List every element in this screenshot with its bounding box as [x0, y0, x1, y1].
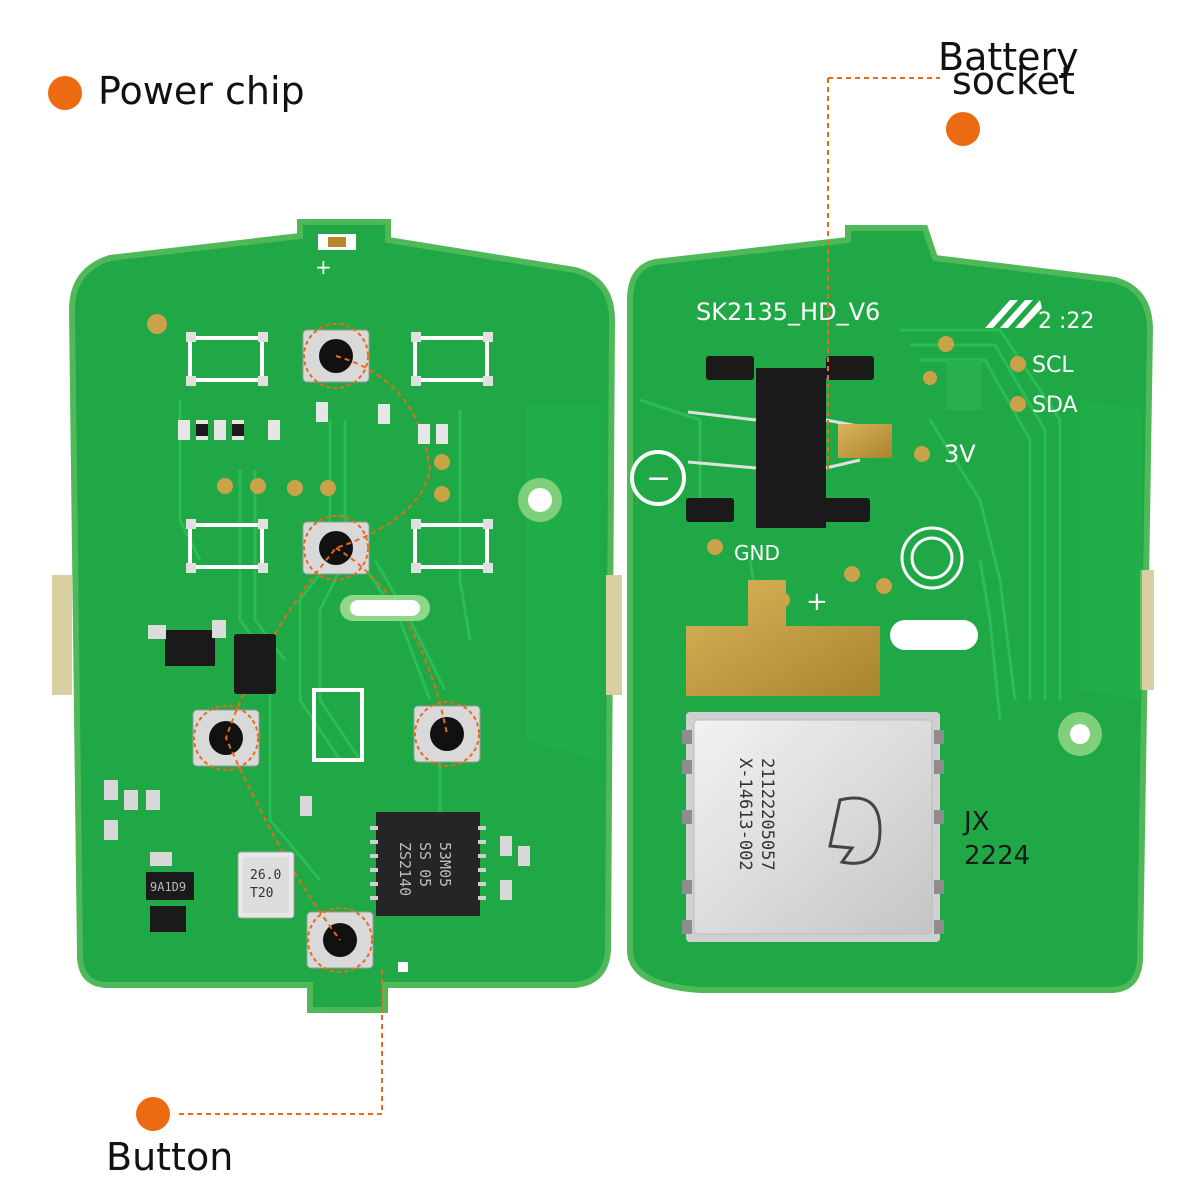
scl-label: SCL	[1032, 353, 1074, 378]
plus-label: +	[806, 587, 828, 617]
svg-text:T20: T20	[250, 886, 273, 901]
battery-socket	[686, 356, 892, 528]
button-label: Button	[106, 1135, 234, 1179]
svg-text:53M05: 53M05	[436, 842, 454, 887]
sda-label: SDA	[1032, 393, 1078, 418]
battery-socket-label-line1: Battery	[938, 35, 1079, 79]
front-plus-mark: +	[315, 255, 332, 279]
power-chip-marker	[48, 76, 82, 110]
svg-text:ZS2140: ZS2140	[396, 842, 414, 896]
button-callout-dot	[136, 1097, 170, 1131]
three-volt-label: 3V	[944, 440, 976, 468]
svg-text:9A1D9: 9A1D9	[150, 880, 186, 894]
front-board: +	[52, 219, 622, 1013]
svg-text:SS 05: SS 05	[416, 842, 434, 887]
battery-socket-marker	[946, 112, 980, 146]
maker-mark-line1: JX	[962, 807, 989, 837]
tact-button-right	[413, 705, 481, 763]
back-board: SK2135_HD_V6 2 :22 SCL SDA 3V GND + −	[627, 77, 1154, 993]
svg-text:X-14613-002: X-14613-002	[735, 758, 755, 871]
svg-text:21122205057: 21122205057	[757, 758, 777, 871]
maker-mark-line2: 2224	[964, 841, 1030, 871]
board-date-text: 2 :22	[1038, 309, 1094, 334]
power-chip-label: Power chip	[98, 69, 305, 113]
rf-module: X-14613-002 21122205057	[682, 712, 944, 942]
svg-text:26.0: 26.0	[250, 868, 281, 883]
minus-label: −	[646, 461, 671, 496]
battery-socket-label-line2: socket	[952, 59, 1075, 103]
gnd-label: GND	[734, 541, 780, 565]
board-model-text: SK2135_HD_V6	[696, 298, 880, 326]
power-chip: ZS2140 SS 05 53M05	[370, 812, 486, 916]
